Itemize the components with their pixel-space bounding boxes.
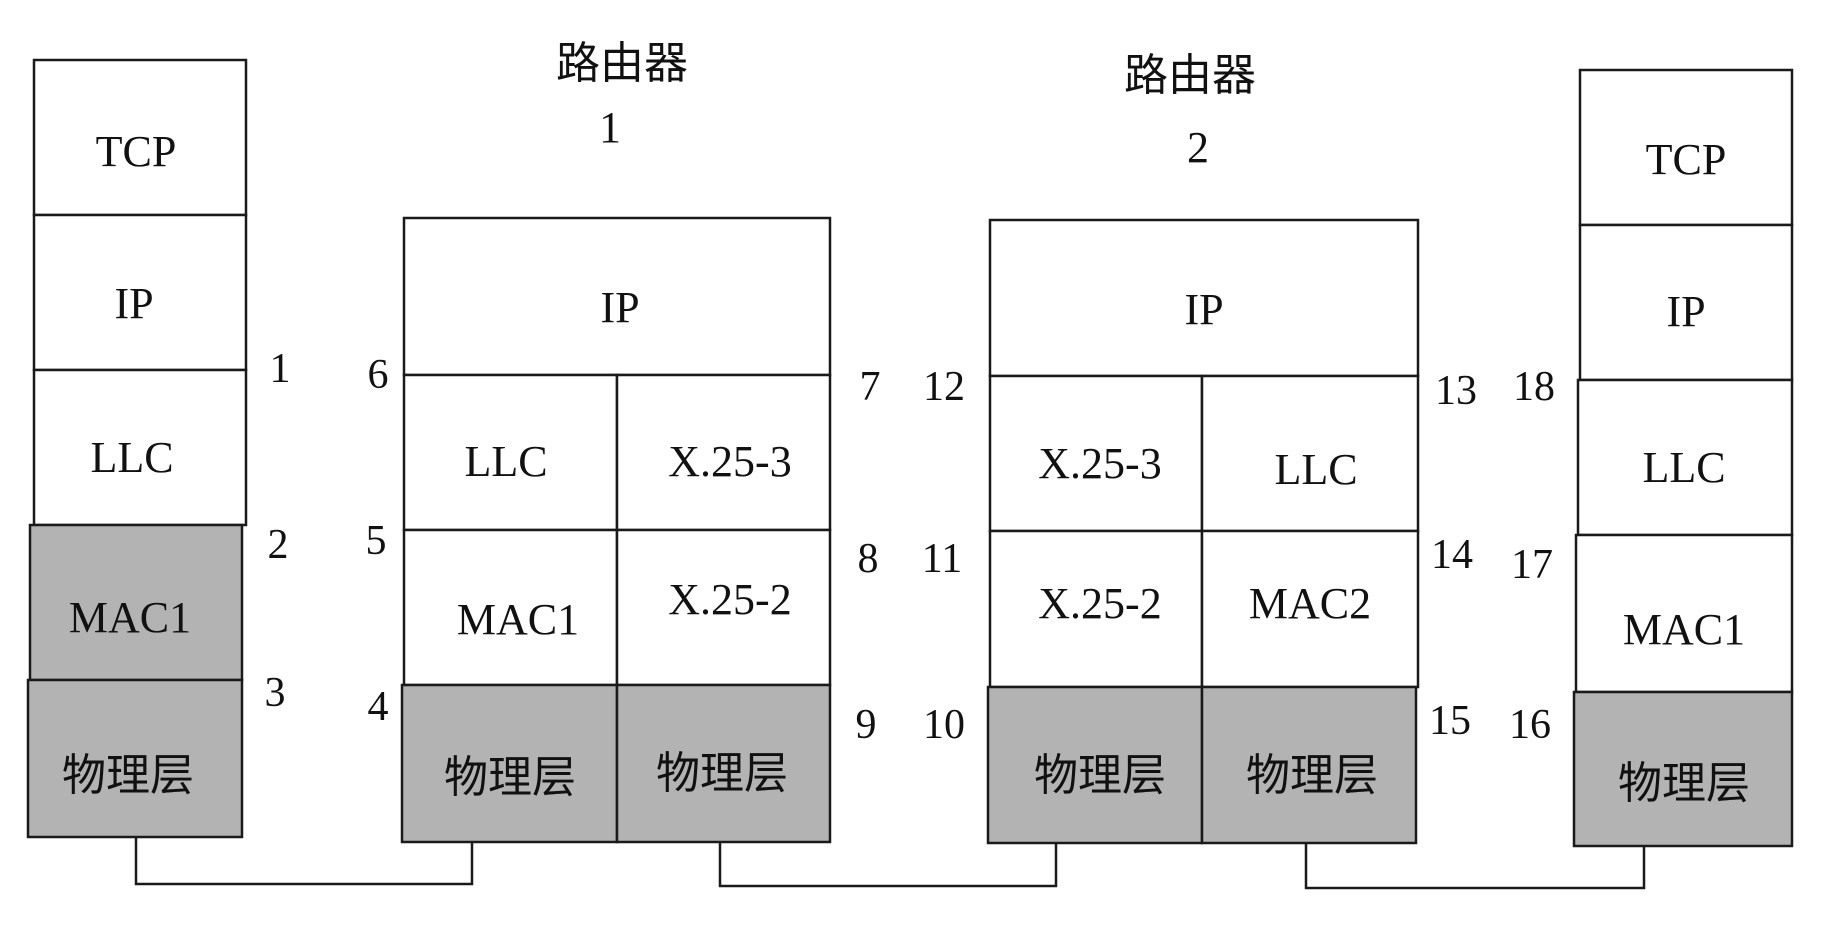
router2-phy-left-box	[986, 685, 1204, 845]
host-left-ip-box	[32, 213, 248, 372]
host-left-llc-label: LLC	[90, 433, 173, 482]
host-right-tcp-box	[1578, 68, 1794, 227]
host-left-phy-box	[26, 678, 244, 839]
router2-ip-label: IP	[1184, 285, 1223, 334]
host-right-tcp-label: TCP	[1646, 135, 1727, 184]
interface-label-8: 8	[858, 536, 879, 582]
interface-label-7: 7	[860, 364, 881, 410]
host-left-phy-label: 物理层	[62, 751, 194, 800]
router2-mac-label: MAC2	[1249, 579, 1371, 628]
router1-stack: IP LLC X.25-3 MAC1 X.25-2 物理层 物理层	[400, 216, 832, 844]
router2-llc-box	[1200, 374, 1420, 533]
router2-phy-left-label: 物理层	[1034, 751, 1166, 800]
interface-label-16: 16	[1509, 702, 1551, 748]
host-right-llc-label: LLC	[1642, 443, 1725, 492]
host-right-ip-box	[1578, 223, 1794, 382]
router1-number: 1	[599, 103, 621, 152]
host-left-tcp-box	[32, 58, 248, 217]
router2-ip-box	[988, 218, 1420, 378]
interface-label-6: 6	[368, 352, 389, 398]
router1-phy-left-label: 物理层	[444, 753, 576, 802]
router2-mac-box	[1200, 529, 1420, 689]
router1-ip-box	[402, 216, 832, 377]
router1-ip-label: IP	[600, 283, 639, 332]
interface-label-18: 18	[1513, 364, 1555, 410]
router2-llc-label: LLC	[1274, 445, 1357, 494]
host-right-stack: TCP IP LLC MAC1 物理层	[1572, 68, 1794, 848]
router2-x25-2-box	[988, 529, 1204, 689]
interface-label-17: 17	[1511, 542, 1553, 588]
interface-label-4: 4	[368, 684, 389, 730]
host-right-phy-box	[1572, 690, 1794, 848]
router1-x25-3-label: X.25-3	[668, 437, 791, 486]
router2-x25-3-box	[988, 374, 1204, 533]
link-router2-host-right	[1304, 843, 1646, 890]
interface-label-12: 12	[923, 364, 965, 410]
host-right-mac-box	[1574, 533, 1794, 694]
router2-phy-right-box	[1200, 685, 1418, 845]
router1-phy-right-box	[615, 683, 832, 844]
host-left-mac-label: MAC1	[69, 593, 191, 642]
host-right-phy-label: 物理层	[1618, 759, 1750, 808]
host-left-llc-box	[32, 368, 248, 527]
router1-mac-label: MAC1	[457, 595, 579, 644]
router2-number: 2	[1187, 123, 1209, 172]
interface-label-9: 9	[856, 702, 877, 748]
host-right-ip-label: IP	[1666, 287, 1705, 336]
router1-title: 路由器	[556, 39, 688, 88]
interface-label-2: 2	[268, 522, 289, 568]
interface-label-1: 1	[270, 346, 291, 392]
interface-label-13: 13	[1435, 368, 1477, 414]
router2-stack: IP X.25-3 LLC X.25-2 MAC2 物理层 物理层	[986, 218, 1420, 845]
router1-llc-label: LLC	[464, 437, 547, 486]
router2-phy-right-label: 物理层	[1246, 751, 1378, 800]
interface-label-11: 11	[922, 536, 962, 582]
interface-label-3: 3	[265, 670, 286, 716]
host-right-mac-label: MAC1	[1623, 605, 1745, 654]
host-right-llc-box	[1576, 378, 1794, 537]
router2-title: 路由器	[1124, 51, 1256, 100]
interface-label-5: 5	[366, 518, 387, 564]
router1-phy-right-label: 物理层	[656, 749, 788, 798]
host-left-mac-box	[28, 523, 244, 682]
interface-label-14: 14	[1431, 532, 1473, 578]
link-host-left-router1	[134, 837, 474, 886]
router1-x25-2-label: X.25-2	[668, 575, 791, 624]
router2-x25-2-label: X.25-2	[1038, 579, 1161, 628]
router1-x25-2-box	[615, 528, 832, 687]
router2-x25-3-label: X.25-3	[1038, 439, 1161, 488]
interface-label-15: 15	[1429, 698, 1471, 744]
host-left-stack: TCP IP LLC MAC1 物理层	[26, 58, 248, 839]
router1-x25-3-box	[615, 373, 832, 532]
host-left-tcp-label: TCP	[96, 127, 177, 176]
interface-label-10: 10	[923, 702, 965, 748]
link-router1-router2	[718, 842, 1058, 888]
host-left-ip-label: IP	[114, 279, 153, 328]
